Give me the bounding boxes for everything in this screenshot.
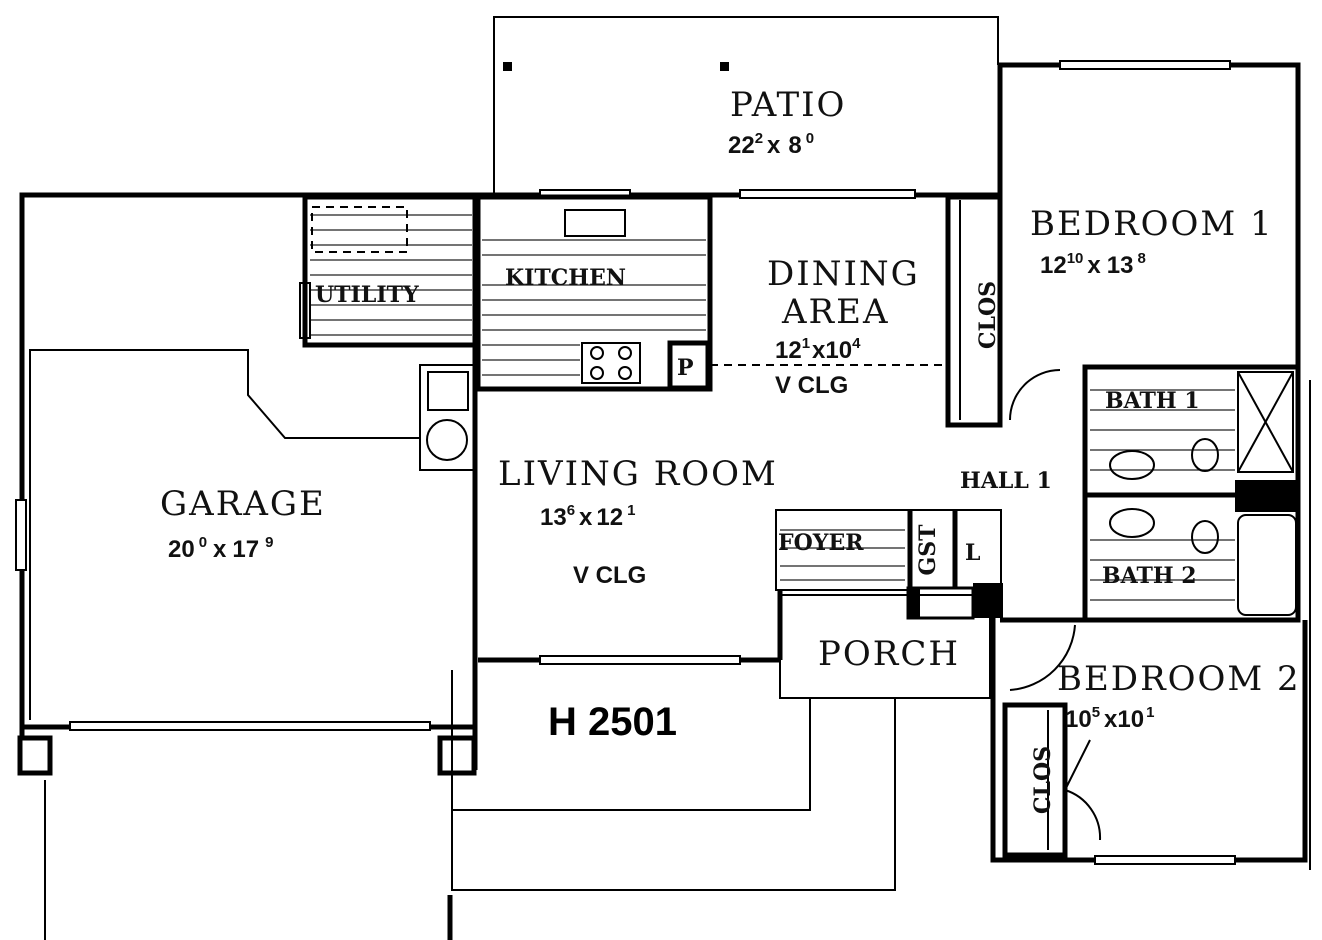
- baths: [1009, 364, 1301, 623]
- windows: [15, 60, 1236, 865]
- garage-post: [437, 735, 477, 776]
- guest-closet-label: GST: [915, 524, 941, 576]
- patio-label: PATIO: [730, 85, 846, 125]
- living-room-ceiling: V CLG: [573, 562, 646, 589]
- bedroom1-label: BEDROOM 1: [1030, 204, 1274, 244]
- closet-1: [945, 194, 1003, 428]
- utility-label: UTILITY: [315, 282, 419, 308]
- stove-icon: [581, 342, 641, 384]
- bath1-label: BATH 1: [1105, 388, 1200, 414]
- pantry-label: P: [677, 355, 694, 381]
- dining-label-2: AREA: [781, 292, 890, 332]
- patio: [493, 16, 999, 195]
- closet1-label: CLOS: [975, 281, 1001, 349]
- washer-dryer: [419, 364, 476, 471]
- kitchen-label: KITCHEN: [505, 265, 626, 291]
- post-marker: [503, 62, 512, 71]
- living-room-label: LIVING ROOM: [498, 454, 778, 494]
- hall-label: HALL 1: [960, 468, 1052, 494]
- porch: [44, 594, 991, 940]
- kitchen-utility: [299, 194, 713, 392]
- washer-icon: [427, 371, 469, 411]
- garage-outline: [29, 349, 420, 720]
- plan-code: H 2501: [548, 700, 677, 744]
- garage-post: [17, 735, 53, 776]
- linen-label: L: [965, 540, 980, 566]
- post-marker: [720, 62, 729, 71]
- foyer-label: FOYER: [778, 530, 864, 556]
- porch-label: PORCH: [818, 634, 960, 674]
- bedroom2-label: BEDROOM 2: [1057, 659, 1301, 699]
- dining-ceiling: V CLG: [775, 372, 848, 399]
- bedroom-2: [1002, 624, 1102, 858]
- bath2-label: BATH 2: [1102, 563, 1197, 589]
- dryer-icon: [426, 419, 468, 461]
- dining-label: DINING: [767, 254, 920, 294]
- dining-dimensions: 121x104: [775, 335, 861, 364]
- garage-label: GARAGE: [160, 484, 326, 524]
- foyer: [775, 509, 1003, 620]
- closet2-label: CLOS: [1030, 746, 1056, 814]
- sink-icon: [564, 209, 626, 237]
